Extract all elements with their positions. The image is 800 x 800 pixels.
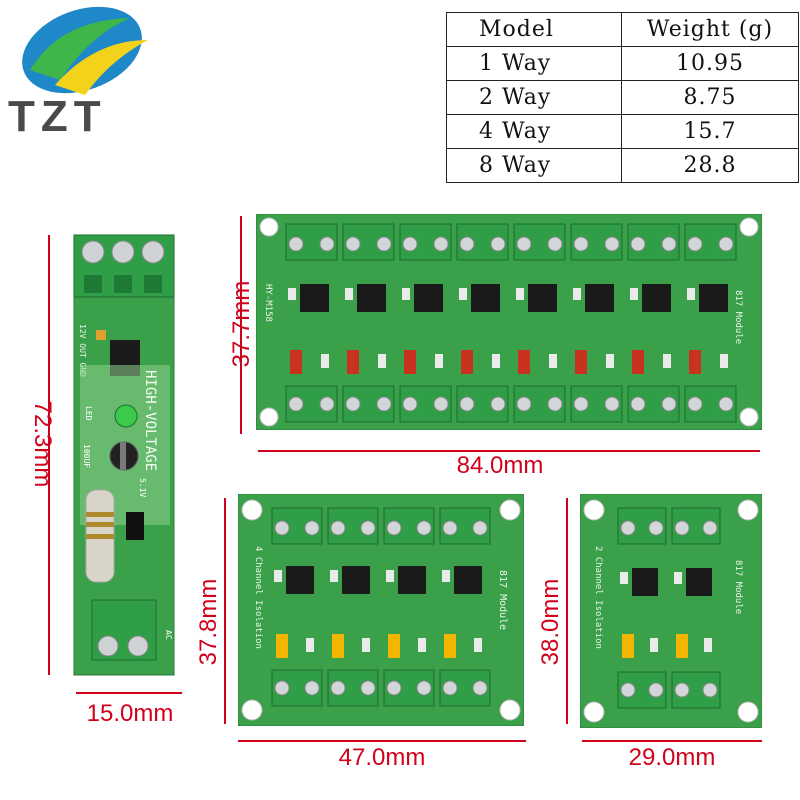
eight-way-width-line (258, 450, 760, 452)
svg-text:HIGH-VOLTAGE: HIGH-VOLTAGE (142, 370, 158, 471)
two-way-board-image: 2 Channel Isolation 817 Module (580, 494, 762, 728)
eight-way-height-label: 37.7mm (228, 280, 255, 368)
four-way-width-line (238, 740, 526, 742)
one-way-width-label: 15.0mm (86, 700, 174, 727)
tzt-logo (22, 6, 148, 95)
svg-text:2 Channel Isolation: 2 Channel Isolation (593, 546, 603, 649)
weight-table: Model Weight (g) 1 Way 10.95 2 Way 8.75 … (446, 12, 799, 183)
svg-text:817 Module: 817 Module (733, 560, 743, 614)
two-way-height-label: 38.0mm (537, 578, 564, 666)
eight-way-width-label: 84.0mm (456, 452, 544, 479)
table-row: 2 Way 8.75 (446, 80, 799, 115)
svg-text:817 Module: 817 Module (497, 570, 508, 630)
two-way-width-label: 29.0mm (628, 744, 716, 771)
svg-text:4 Channel Isolation: 4 Channel Isolation (253, 546, 263, 649)
one-way-width-line (76, 692, 182, 694)
svg-text:HY-M158: HY-M158 (263, 284, 273, 322)
one-way-height-label: 72.3mm (29, 400, 56, 488)
cell-weight: 15.7 (621, 114, 799, 149)
header-model: Model (446, 12, 622, 47)
eight-way-height-line (240, 216, 242, 434)
svg-text:5.1V: 5.1V (138, 478, 147, 497)
cell-model: 1 Way (446, 46, 622, 81)
svg-text:12V OUT GND: 12V OUT GND (78, 324, 87, 377)
cell-weight: 28.8 (621, 148, 799, 183)
logo-text: TZT (8, 92, 107, 141)
svg-text:817 Module: 817 Module (733, 290, 743, 344)
eight-way-board-image: HY-M158 817 Module (256, 214, 762, 430)
two-way-width-line (582, 740, 762, 742)
two-way-height-line (566, 498, 568, 724)
four-way-height-line (224, 498, 226, 724)
table-header-row: Model Weight (g) (446, 12, 799, 47)
one-way-board-image: 12V OUT GND HIGH-VOLTAGE LED 100UF 5.1V … (73, 234, 175, 676)
svg-text:LED: LED (84, 406, 93, 421)
four-way-height-label: 37.8mm (195, 578, 222, 666)
svg-text:100UF: 100UF (82, 444, 91, 468)
cell-model: 8 Way (446, 148, 622, 183)
one-way-height-line (48, 235, 50, 675)
four-way-width-label: 47.0mm (338, 744, 426, 771)
table-row: 8 Way 28.8 (446, 148, 799, 183)
cell-model: 4 Way (446, 114, 622, 149)
cell-weight: 8.75 (621, 80, 799, 115)
cell-model: 2 Way (446, 80, 622, 115)
svg-text:AC: AC (164, 630, 173, 640)
four-way-board-image: 4 Channel Isolation 817 Module (238, 494, 524, 726)
table-row: 1 Way 10.95 (446, 46, 799, 81)
table-row: 4 Way 15.7 (446, 114, 799, 149)
cell-weight: 10.95 (621, 46, 799, 81)
header-weight: Weight (g) (621, 12, 799, 47)
